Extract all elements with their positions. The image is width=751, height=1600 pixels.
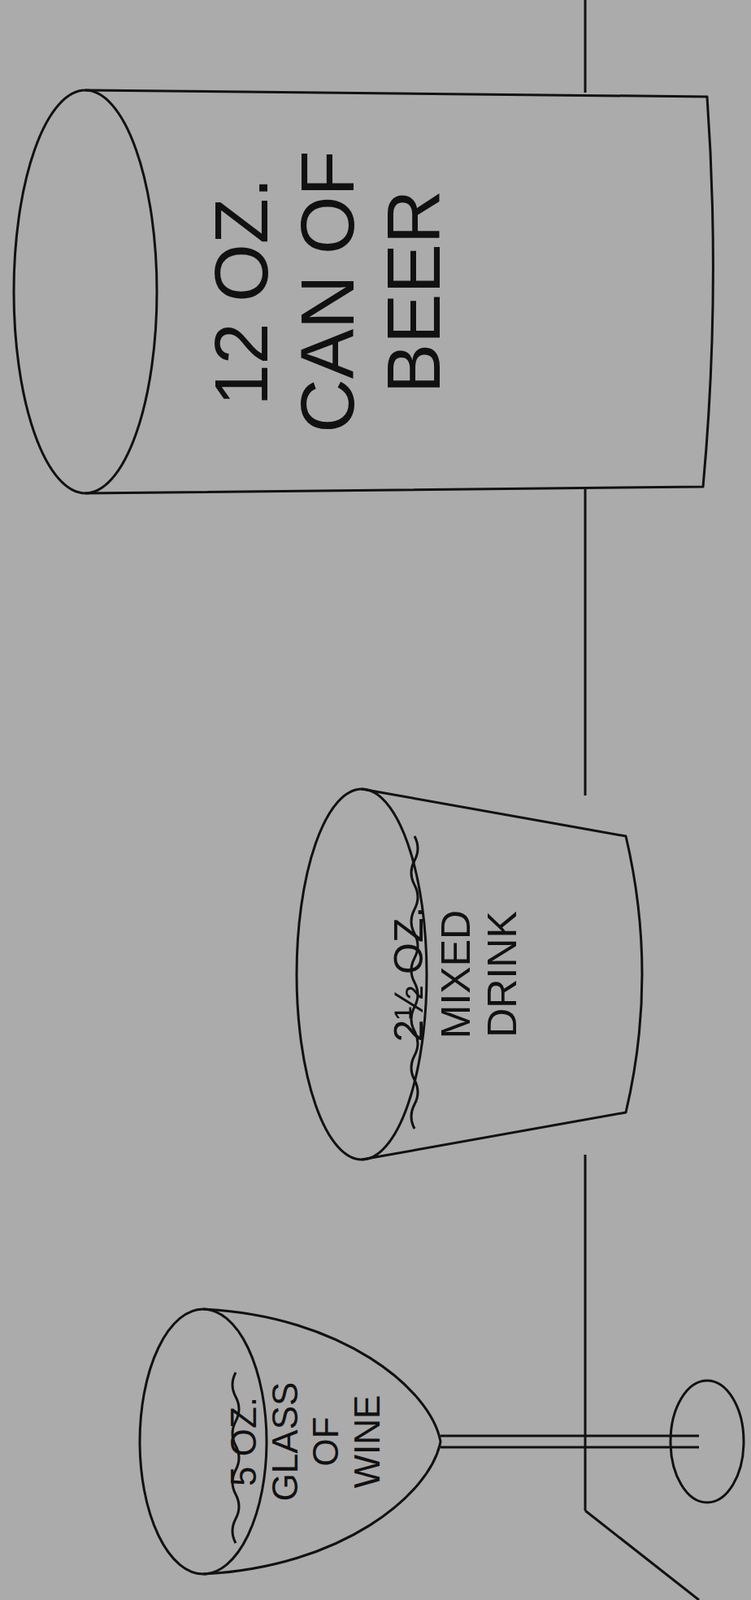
beer-can: 12 OZ. CAN OF BEER [12,88,712,495]
outline-stroke [203,1309,441,1575]
ground-line [585,1510,699,1600]
drink-label: 12 OZ. CAN OF BEER [199,104,457,479]
outline-stroke [440,1436,699,1448]
wine-glass: 5 OZ. GLASS OF WINE [138,1307,748,1576]
ground-line [584,488,587,796]
drink-label: 5 OZ. GLASS OF WINE [223,1368,388,1516]
drink-label: 2½ OZ. MIXED DRINK [386,885,527,1064]
outline-stroke [13,90,157,494]
ground-line [584,1154,587,1511]
outline-stroke [85,90,713,494]
mixed-drink-glass: 2½ OZ. MIXED DRINK [292,787,651,1162]
outline-stroke [361,789,643,1160]
outline-stroke [670,1380,744,1503]
ground-line [584,0,587,93]
